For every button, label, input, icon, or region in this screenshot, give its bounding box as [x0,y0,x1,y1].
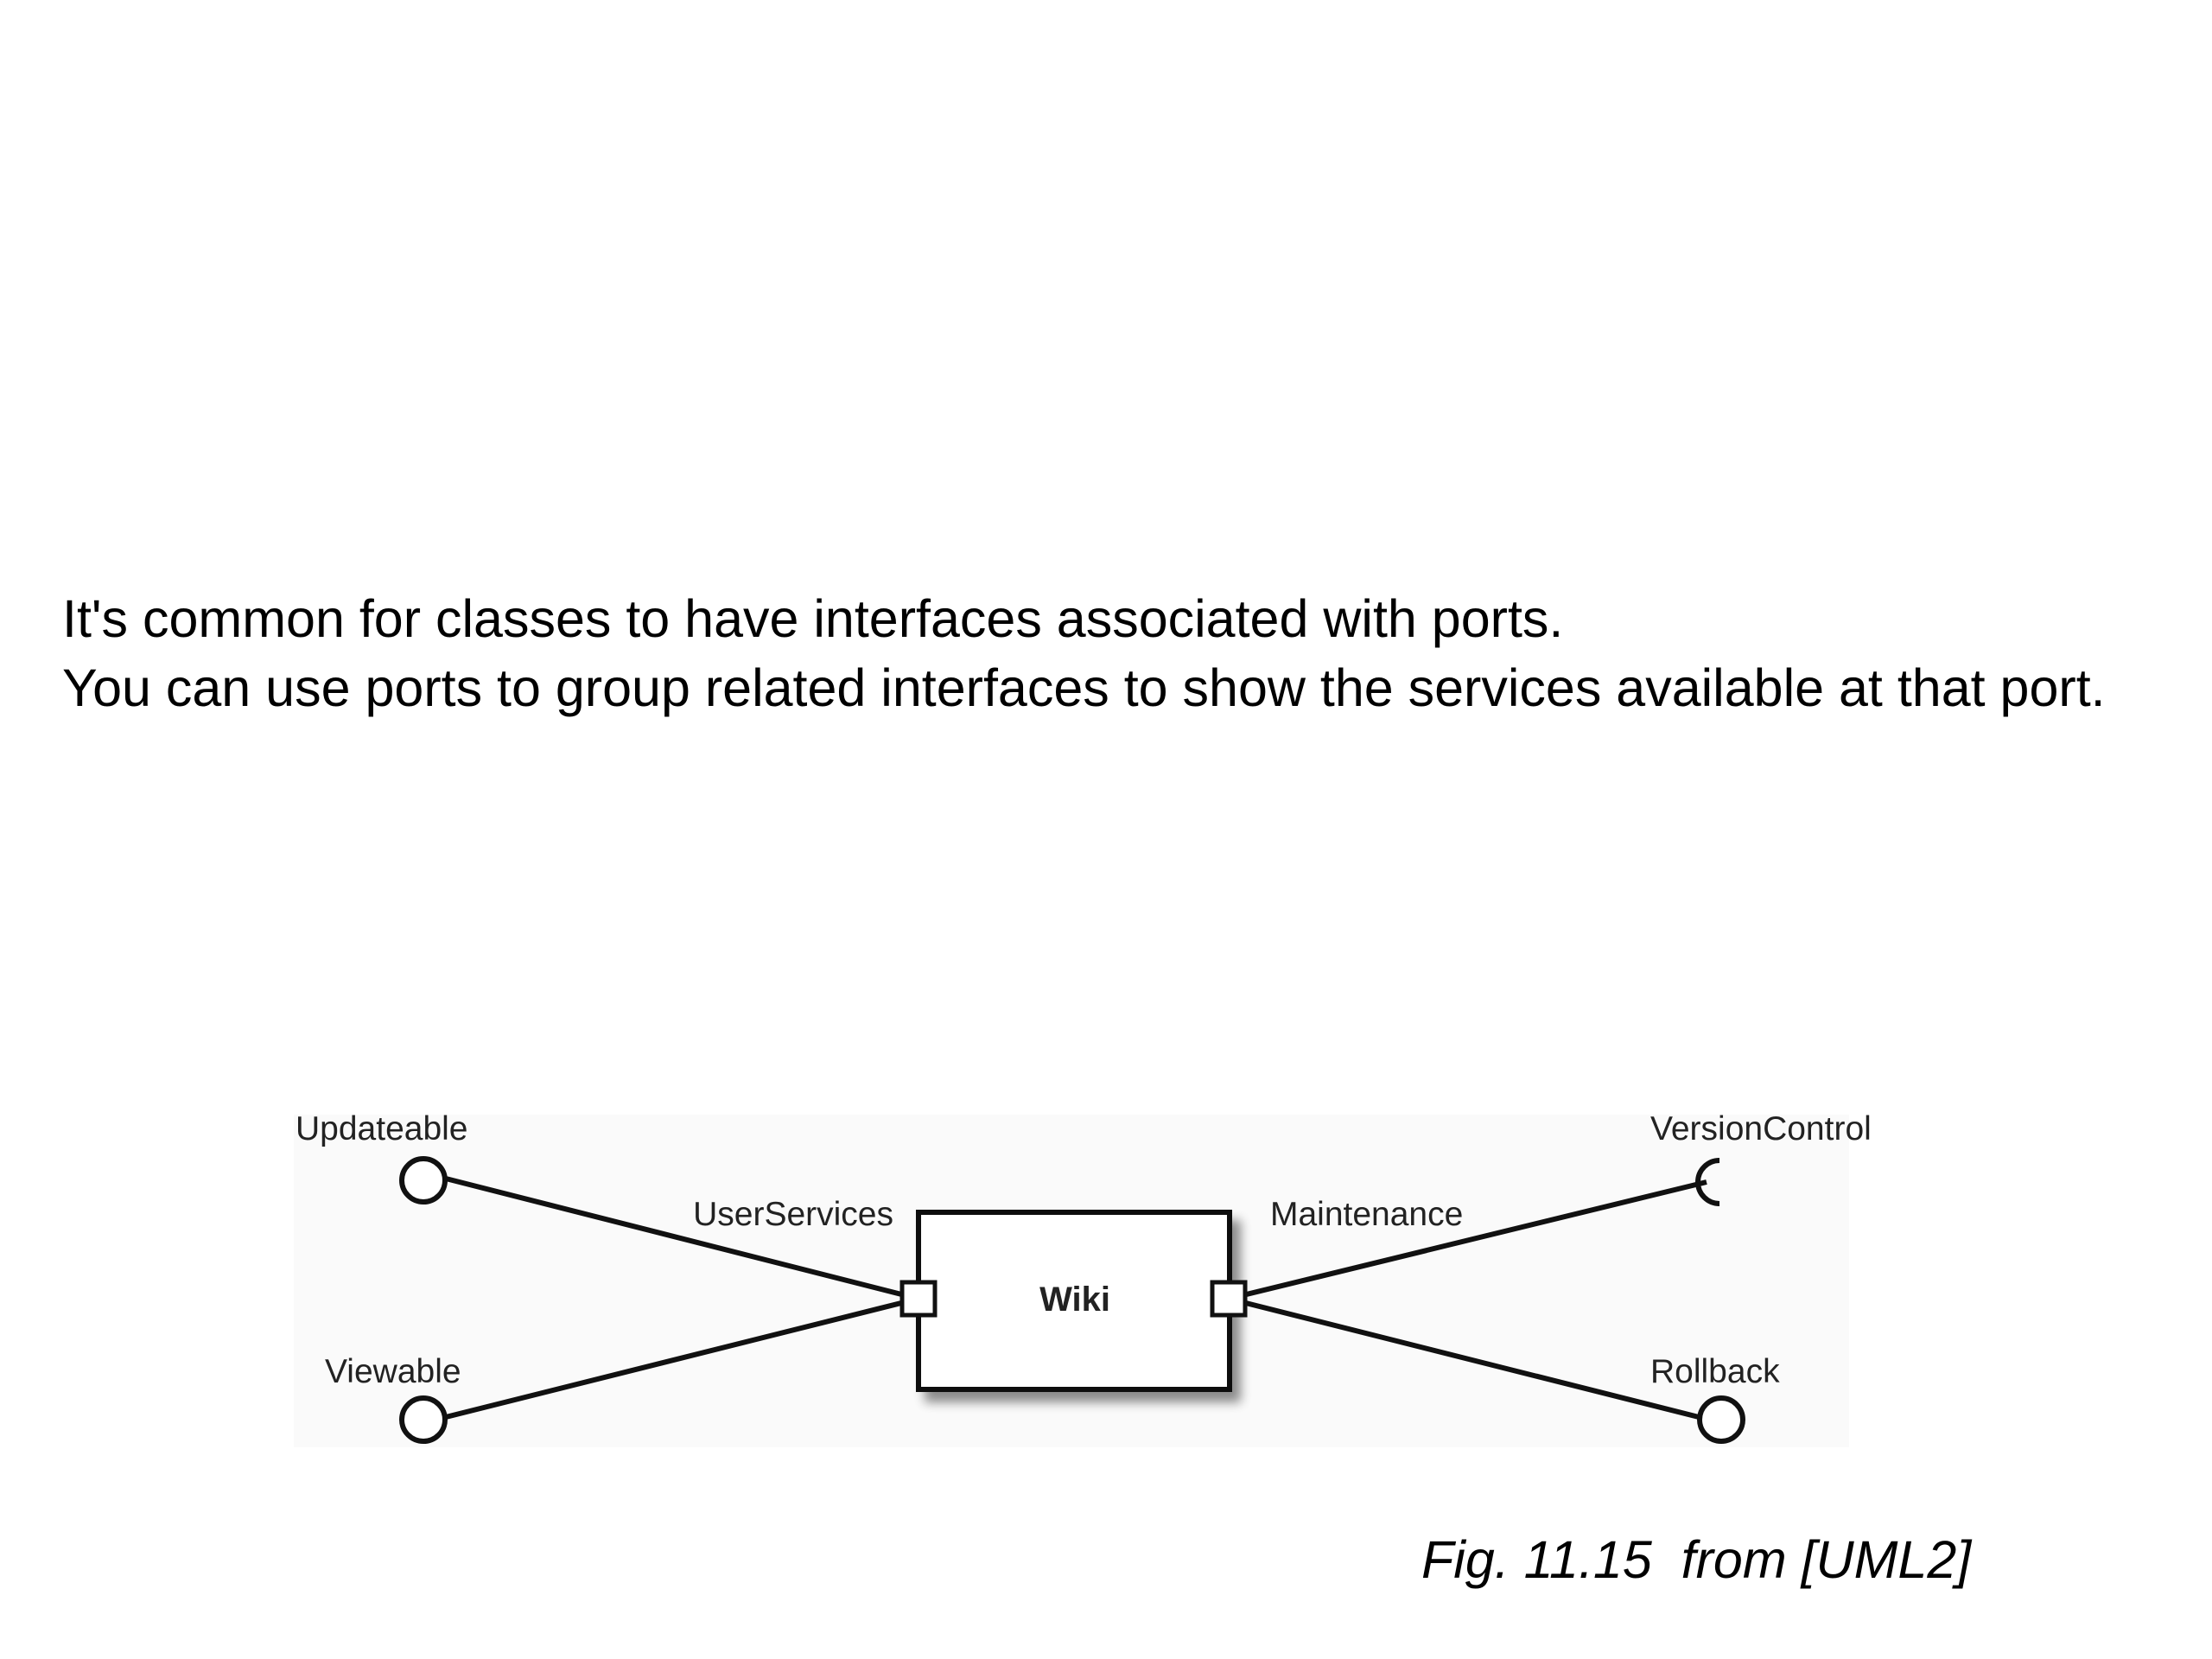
rollback-interface-label: Rollback [1650,1353,1780,1390]
figure-caption: Fig. 11.15 from [UML2] [1421,1530,1972,1589]
maintenance-port-label: Maintenance [1270,1196,1463,1233]
viewable-ball-icon [399,1395,448,1444]
maintenance-port [1210,1280,1248,1318]
rollback-ball-icon [1697,1395,1745,1444]
line-userservices-updateable [445,1176,919,1301]
line-maintenance-versioncontrol [1228,1179,1707,1301]
body-text-line-1: It's common for classes to have interfac… [62,589,1564,648]
viewable-interface-label: Viewable [325,1353,461,1390]
versioncontrol-socket-icon [1695,1158,1720,1206]
userservices-port [899,1280,938,1318]
versioncontrol-interface-label: VersionControl [1650,1110,1872,1147]
line-userservices-viewable [445,1296,919,1420]
body-text-line-2: You can use ports to group related inter… [62,658,2106,717]
updateable-interface-label: Updateable [296,1110,468,1147]
wiki-component-label: Wiki [1039,1281,1110,1319]
line-maintenance-rollback [1228,1296,1700,1420]
updateable-ball-icon [399,1156,448,1205]
userservices-port-label: UserServices [693,1196,893,1233]
body-text: It's common for classes to have interfac… [62,584,2188,722]
